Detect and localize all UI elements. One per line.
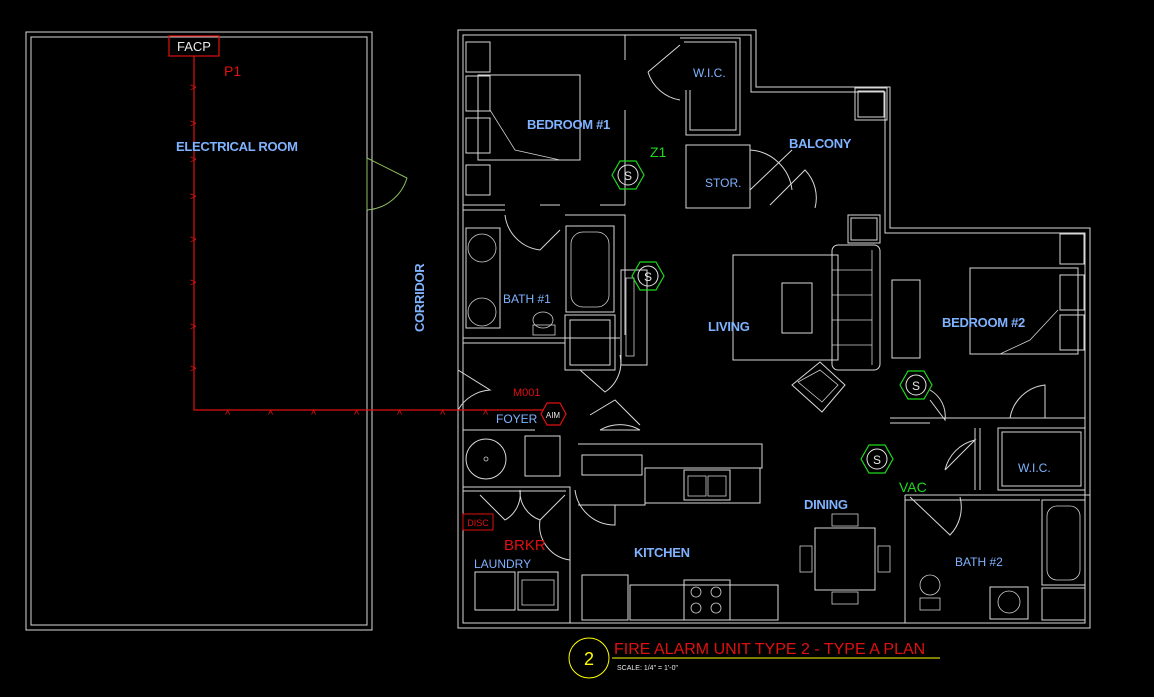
wire-tick: ^ (311, 409, 317, 421)
disconnect-box: DISC (462, 513, 494, 531)
wire-tick: > (190, 191, 196, 203)
electrical-room (25, 31, 408, 631)
plan-title: FIRE ALARM UNIT TYPE 2 - TYPE A PLAN (614, 641, 925, 658)
wire-tick: ^ (397, 409, 403, 421)
p1-label: P1 (224, 63, 241, 79)
room-label-stor: STOR. (705, 176, 741, 190)
room-label-bedroom1: BEDROOM #1 (527, 117, 610, 132)
smoke-detector: S (899, 370, 933, 400)
wire-tick: > (190, 277, 196, 289)
title-number: 2 (584, 649, 594, 669)
room-label-wic2: W.I.C. (1018, 461, 1051, 475)
wire-tick: ^ (225, 409, 231, 421)
alarm-circuit-wiring (193, 56, 545, 411)
smoke-detector: S (631, 261, 665, 291)
svg-text:S: S (644, 270, 652, 284)
room-label-balcony: BALCONY (789, 136, 852, 151)
wire-tick: > (190, 321, 196, 333)
svg-text:DISC: DISC (467, 518, 489, 528)
facp-panel: FACP (168, 35, 220, 57)
zone-label-z1: Z1 (650, 144, 667, 160)
smoke-detector: S (860, 444, 894, 474)
room-label-electrical: ELECTRICAL ROOM (176, 139, 298, 154)
title-block: 2 FIRE ALARM UNIT TYPE 2 - TYPE A PLAN S… (568, 637, 940, 679)
room-label-foyer: FOYER (496, 412, 538, 426)
wire-tick: ^ (354, 409, 360, 421)
room-label-bath1: BATH #1 (503, 292, 551, 306)
wire-tick: ^ (483, 409, 489, 421)
unit-walls (457, 29, 1091, 629)
room-label-dining: DINING (804, 497, 848, 512)
wire-tick: > (190, 82, 196, 94)
wire-tick: > (190, 234, 196, 246)
room-label-corridor: CORRIDOR (412, 263, 427, 332)
svg-text:S: S (912, 379, 920, 393)
plan-scale: SCALE: 1/4" = 1'-0" (617, 665, 678, 672)
room-label-wic1: W.I.C. (693, 66, 726, 80)
room-label-bath2: BATH #2 (955, 555, 1003, 569)
wire-tick: > (190, 118, 196, 130)
smoke-detector: S (611, 160, 645, 190)
wire-tick: ^ (268, 409, 274, 421)
breaker-label: BRKR (504, 537, 546, 554)
room-label-bedroom2: BEDROOM #2 (942, 315, 1025, 330)
vac-label: VAC (899, 479, 927, 495)
module-label-m001: M001 (513, 387, 541, 399)
aim-module: AIM (540, 402, 567, 426)
svg-text:S: S (624, 169, 632, 183)
wire-tick: > (190, 363, 196, 375)
wire-tick: > (190, 154, 196, 166)
wire-direction-ticks: > > > > > > > > ^ ^ ^ ^ ^ ^ ^ (190, 82, 489, 421)
room-label-kitchen: KITCHEN (634, 545, 690, 560)
room-label-laundry: LAUNDRY (474, 557, 531, 571)
svg-text:S: S (873, 453, 881, 467)
room-label-living: LIVING (708, 319, 750, 334)
facp-label: FACP (177, 39, 211, 54)
svg-text:AIM: AIM (546, 411, 561, 420)
wire-tick: ^ (440, 409, 446, 421)
